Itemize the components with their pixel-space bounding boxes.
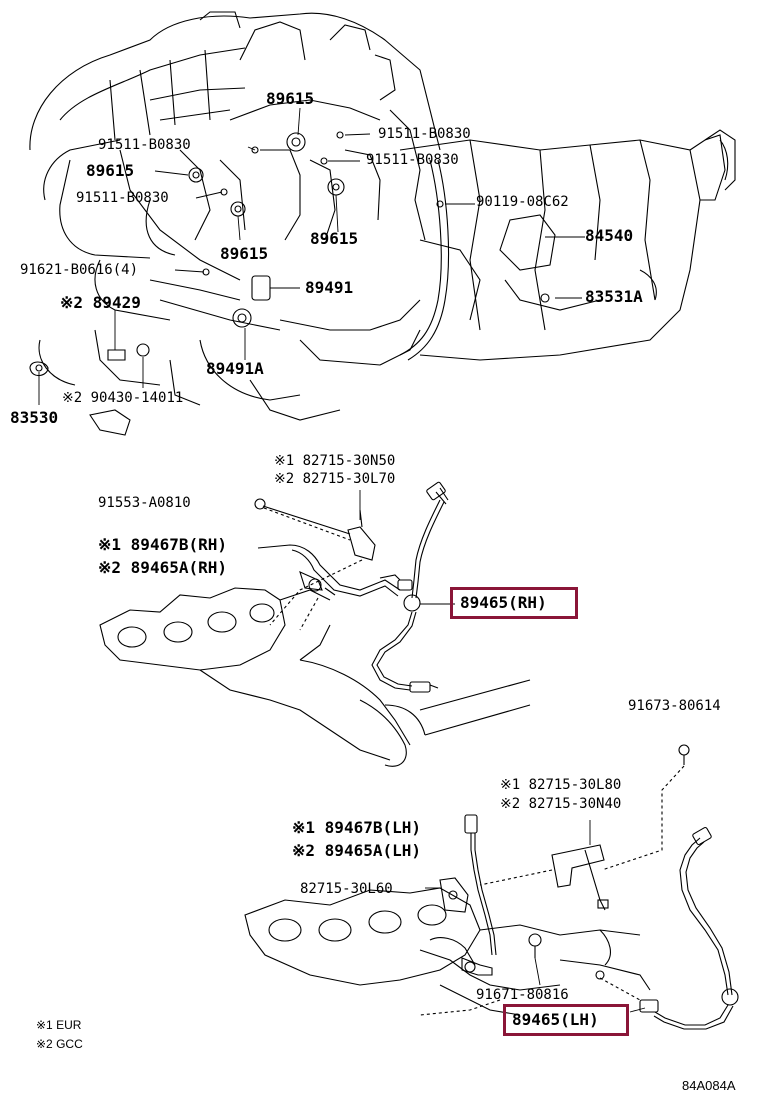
engine-leader-lines xyxy=(38,107,585,405)
part-label-82715-30n50[interactable]: ※1 82715-30N50 xyxy=(274,453,396,469)
footnote-2-mark: ※2 xyxy=(36,1037,53,1051)
part-label-91511-b0830[interactable]: 91511-B0830 xyxy=(378,126,471,142)
footnote-2: ※2 GCC xyxy=(36,1037,83,1051)
part-label-89465-lh[interactable]: 89465(LH) xyxy=(512,1010,599,1029)
footnote-1-text: EUR xyxy=(56,1018,82,1032)
part-label-89429[interactable]: ※2 89429 xyxy=(60,293,141,312)
part-label-89615[interactable]: 89615 xyxy=(310,229,359,248)
footnote-2-text: GCC xyxy=(56,1037,83,1051)
part-label-89465a-lh[interactable]: ※2 89465A(LH) xyxy=(292,841,421,860)
part-label-89615[interactable]: 89615 xyxy=(220,244,269,263)
part-label-89465a-rh[interactable]: ※2 89465A(RH) xyxy=(98,558,227,577)
part-label-82715-30l70[interactable]: ※2 82715-30L70 xyxy=(274,471,396,487)
rh-sensor-wiring-art xyxy=(254,481,455,693)
part-label-83531a[interactable]: 83531A xyxy=(585,287,643,306)
part-label-89491a[interactable]: 89491A xyxy=(206,359,264,378)
part-label-89615[interactable]: 89615 xyxy=(266,89,315,108)
part-label-91511-b0830[interactable]: 91511-B0830 xyxy=(98,137,191,153)
part-label-89467b-rh[interactable]: ※1 89467B(RH) xyxy=(98,535,227,554)
part-label-89615[interactable]: 89615 xyxy=(86,161,135,180)
part-label-82715-30n40[interactable]: ※2 82715-30N40 xyxy=(500,796,622,812)
part-label-90119-08c62[interactable]: 90119-08C62 xyxy=(476,194,569,210)
part-label-90430-14011[interactable]: ※2 90430-14011 xyxy=(62,390,184,406)
engine-sensors-art xyxy=(29,131,550,377)
part-label-91553-a0810[interactable]: 91553-A0810 xyxy=(98,495,191,511)
part-label-82715-30l80[interactable]: ※1 82715-30L80 xyxy=(500,777,622,793)
part-label-82715-30l60[interactable]: 82715-30L60 xyxy=(300,881,393,897)
highlight-box-89465-lh xyxy=(503,1004,629,1036)
diagram-id: 84A084A xyxy=(682,1078,736,1093)
part-label-84540[interactable]: 84540 xyxy=(585,226,634,245)
lh-exhaust-manifold-art xyxy=(244,887,651,1016)
part-label-91511-b0830[interactable]: 91511-B0830 xyxy=(76,190,169,206)
part-label-91621-b0616[interactable]: 91621-B0616(4) xyxy=(20,262,139,278)
part-label-89491[interactable]: 89491 xyxy=(305,278,354,297)
part-label-89467b-lh[interactable]: ※1 89467B(LH) xyxy=(292,818,421,837)
highlight-box-89465-rh xyxy=(450,587,578,619)
rh-exhaust-manifold-art xyxy=(99,587,531,767)
part-label-89465-rh[interactable]: 89465(RH) xyxy=(460,593,547,612)
part-label-91671-80816[interactable]: 91671-80816 xyxy=(476,987,569,1003)
engine-assembly-art xyxy=(29,11,736,436)
part-label-91673-80614[interactable]: 91673-80614 xyxy=(628,698,721,714)
footnote-1-mark: ※1 xyxy=(36,1018,53,1032)
footnote-1: ※1 EUR xyxy=(36,1018,81,1032)
lh-sensor-wiring-art xyxy=(419,744,739,1030)
part-label-91511-b0830[interactable]: 91511-B0830 xyxy=(366,152,459,168)
part-label-83530[interactable]: 83530 xyxy=(10,408,59,427)
